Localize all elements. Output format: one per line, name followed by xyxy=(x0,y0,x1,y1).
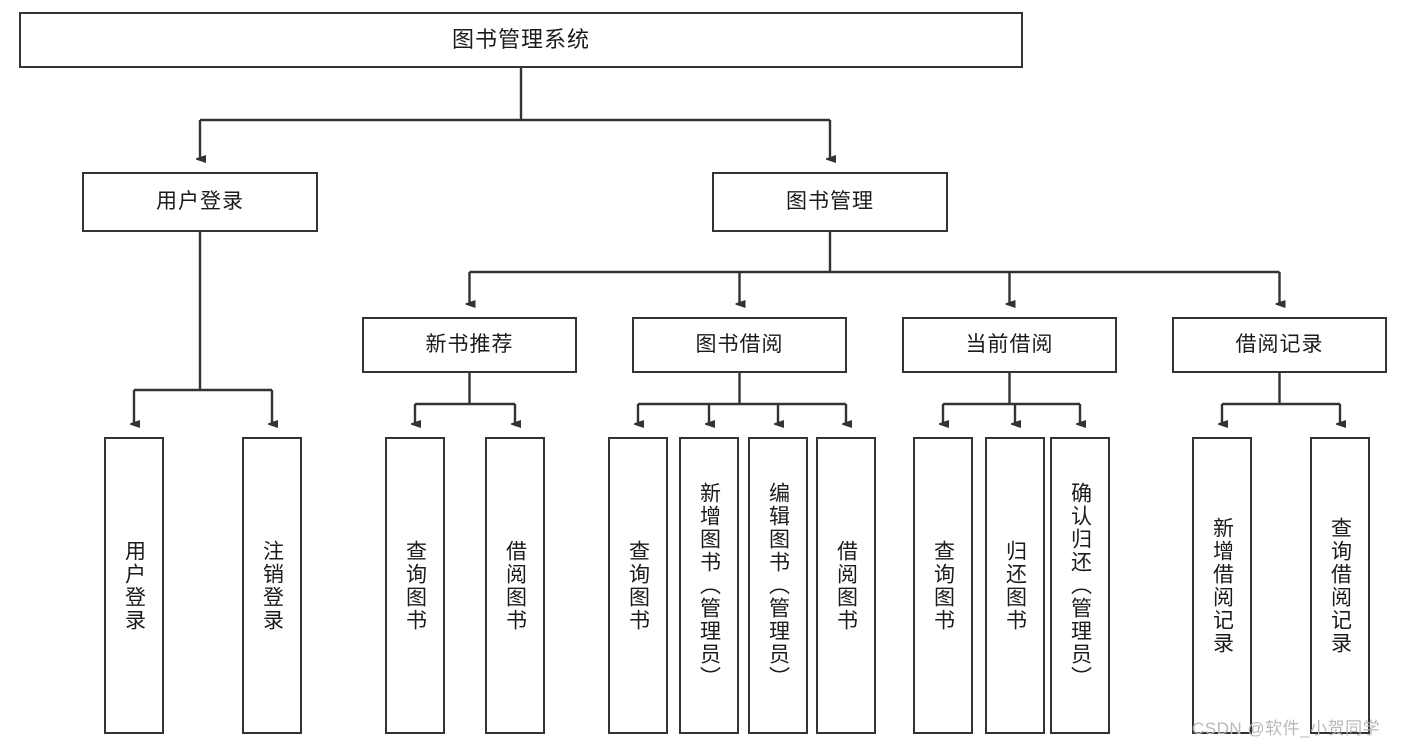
node-label-book-borrow: 图书借阅 xyxy=(695,332,784,356)
node-label-leaf-cb-confirm: 确认归还（管理员） xyxy=(1068,482,1092,689)
node-label-leaf-cb-return: 归还图书 xyxy=(1003,539,1027,632)
node-leaf-cb-return[interactable]: 归还图书 xyxy=(985,437,1045,734)
node-label-user-login: 用户登录 xyxy=(156,189,244,213)
node-leaf-bb-query[interactable]: 查询图书 xyxy=(608,437,668,734)
node-label-leaf-rec-borrow: 借阅图书 xyxy=(503,539,527,632)
node-label-leaf-bb-borrow: 借阅图书 xyxy=(834,539,858,632)
node-leaf-bb-add[interactable]: 新增图书（管理员） xyxy=(679,437,739,734)
node-borrow-record[interactable]: 借阅记录 xyxy=(1172,317,1387,373)
node-label-borrow-record: 借阅记录 xyxy=(1235,332,1324,356)
node-leaf-bb-edit[interactable]: 编辑图书（管理员） xyxy=(748,437,808,734)
node-label-leaf-bb-query: 查询图书 xyxy=(626,539,650,632)
node-label-leaf-bb-edit: 编辑图书（管理员） xyxy=(766,482,790,689)
node-leaf-cb-query[interactable]: 查询图书 xyxy=(913,437,973,734)
node-new-book-rec[interactable]: 新书推荐 xyxy=(362,317,577,373)
node-leaf-rec-borrow[interactable]: 借阅图书 xyxy=(485,437,545,734)
node-label-leaf-bb-add: 新增图书（管理员） xyxy=(697,482,721,689)
node-label-leaf-user-logout: 注销登录 xyxy=(260,539,284,632)
node-label-leaf-br-query: 查询借阅记录 xyxy=(1328,516,1352,655)
node-book-borrow[interactable]: 图书借阅 xyxy=(632,317,847,373)
node-root[interactable]: 图书管理系统 xyxy=(19,12,1023,68)
node-leaf-rec-query[interactable]: 查询图书 xyxy=(385,437,445,734)
node-leaf-cb-confirm[interactable]: 确认归还（管理员） xyxy=(1050,437,1110,734)
node-label-leaf-user-login: 用户登录 xyxy=(122,539,146,632)
csdn-watermark: CSDN @软件_小贺同学 xyxy=(1192,719,1381,738)
node-leaf-br-query[interactable]: 查询借阅记录 xyxy=(1310,437,1370,734)
node-label-current-borrow: 当前借阅 xyxy=(965,332,1054,356)
node-label-leaf-cb-query: 查询图书 xyxy=(931,539,955,632)
node-label-new-book-rec: 新书推荐 xyxy=(425,332,514,356)
node-leaf-br-add[interactable]: 新增借阅记录 xyxy=(1192,437,1252,734)
node-current-borrow[interactable]: 当前借阅 xyxy=(902,317,1117,373)
node-label-leaf-br-add: 新增借阅记录 xyxy=(1210,516,1234,655)
node-label-root: 图书管理系统 xyxy=(451,27,590,53)
node-leaf-user-logout[interactable]: 注销登录 xyxy=(242,437,302,734)
node-leaf-bb-borrow[interactable]: 借阅图书 xyxy=(816,437,876,734)
node-user-login[interactable]: 用户登录 xyxy=(82,172,318,232)
node-leaf-user-login[interactable]: 用户登录 xyxy=(104,437,164,734)
node-book-mgmt[interactable]: 图书管理 xyxy=(712,172,948,232)
node-label-leaf-rec-query: 查询图书 xyxy=(403,539,427,632)
node-label-book-mgmt: 图书管理 xyxy=(786,189,874,213)
